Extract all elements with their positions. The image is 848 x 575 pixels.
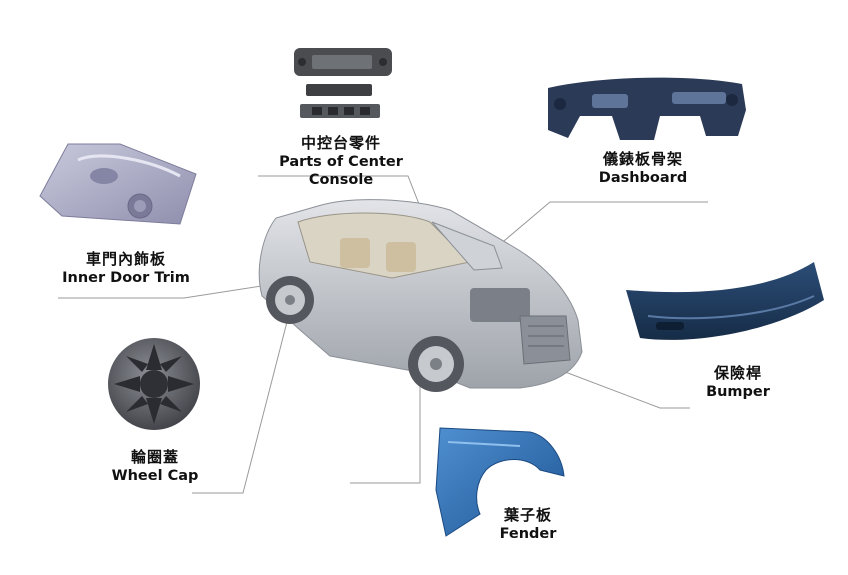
door-trim-en: Inner Door Trim	[62, 269, 190, 286]
door-trim-icon	[39, 143, 197, 225]
bumper-en: Bumper	[706, 383, 770, 400]
fender-icon	[435, 427, 565, 537]
label-fender: 葉子板 Fender	[488, 506, 568, 543]
fender-en: Fender	[499, 525, 557, 542]
center-console-en: Parts of Center Console	[279, 153, 403, 188]
door-trim-zh: 車門內飾板	[85, 250, 166, 268]
label-dashboard: 儀錶板骨架 Dashboard	[578, 150, 708, 187]
center-console-icon	[294, 48, 392, 118]
car-illustration	[258, 199, 583, 392]
leader-line-wheelcap	[192, 317, 289, 494]
center-console-zh: 中控台零件	[300, 134, 381, 152]
dashboard-zh: 儀錶板骨架	[602, 150, 683, 168]
label-bumper: 保險桿 Bumper	[690, 364, 786, 401]
dashboard-en: Dashboard	[598, 169, 688, 186]
dashboard-icon	[548, 77, 746, 140]
leader-line-door	[58, 284, 269, 299]
leader-line-fender	[350, 350, 421, 484]
wheel-cap-en: Wheel Cap	[111, 467, 199, 484]
label-door-trim: 車門內飾板 Inner Door Trim	[56, 250, 196, 287]
bumper-icon	[626, 262, 824, 340]
label-wheel-cap: 輪圈蓋 Wheel Cap	[108, 448, 202, 485]
fender-zh: 葉子板	[503, 506, 552, 524]
wheel-cap-zh: 輪圈蓋	[130, 448, 179, 466]
wheel-cap-icon	[108, 338, 200, 430]
leader-line-dashboard	[497, 201, 708, 247]
leader-line-bumper	[559, 369, 690, 409]
bumper-zh: 保險桿	[713, 364, 762, 382]
label-center-console: 中控台零件 Parts of Center Console	[246, 134, 436, 189]
